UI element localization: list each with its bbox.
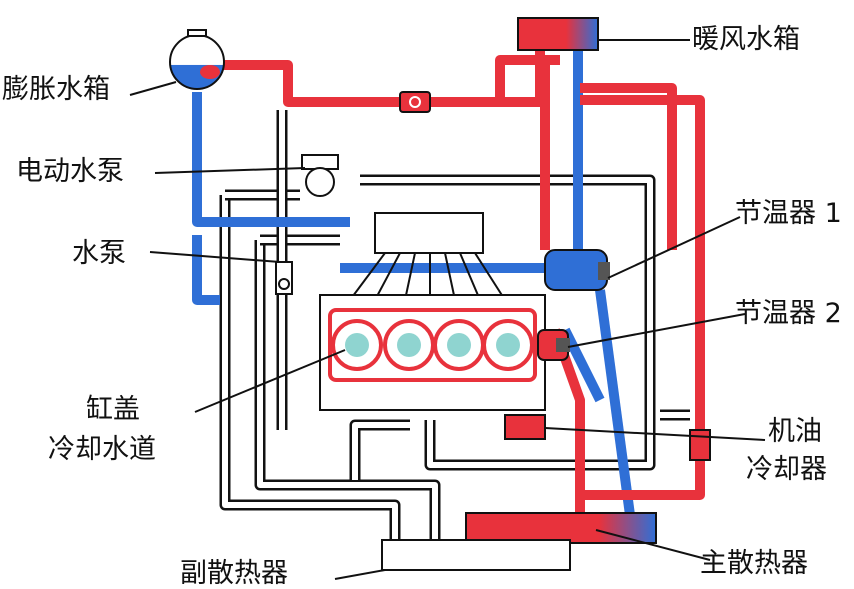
head-jacket-frame	[328, 308, 537, 382]
inline-valve-ring	[409, 96, 421, 108]
label-oil-cooler-line2: 冷却器	[746, 454, 827, 485]
thermostat-2-housing	[537, 329, 570, 361]
label-oil-cooler-line1: 机油	[768, 416, 822, 447]
hot-coolant-lines	[222, 48, 705, 515]
manifold-runners	[349, 252, 506, 301]
label-water-pump: 水泵	[72, 238, 126, 269]
manifold-block	[374, 212, 484, 254]
leader-lines	[129, 39, 766, 580]
label-electric-pump: 电动水泵	[16, 156, 124, 187]
aux-radiator-box	[381, 539, 571, 571]
label-main-radiator: 主散热器	[700, 548, 808, 579]
right-inline-valve	[689, 429, 711, 461]
label-thermostat-1: 节温器 1	[735, 198, 842, 229]
label-expansion-tank: 膨胀水箱	[2, 74, 110, 105]
water-pump	[275, 261, 293, 295]
heater-core-box	[517, 17, 599, 51]
label-thermostat-2: 节温器 2	[735, 298, 842, 329]
inline-valve	[399, 91, 431, 113]
oil-cooler-box	[504, 414, 546, 440]
label-aux-radiator: 副散热器	[180, 558, 288, 589]
label-head-jacket-line2: 冷却水道	[48, 434, 156, 465]
label-heater-core: 暖风水箱	[692, 24, 800, 55]
electric-pump	[301, 154, 339, 197]
expansion-tank	[169, 29, 225, 90]
label-head-jacket-line1: 缸盖	[86, 394, 140, 425]
cylinders	[331, 319, 534, 371]
thermostat-1-housing	[544, 249, 610, 291]
